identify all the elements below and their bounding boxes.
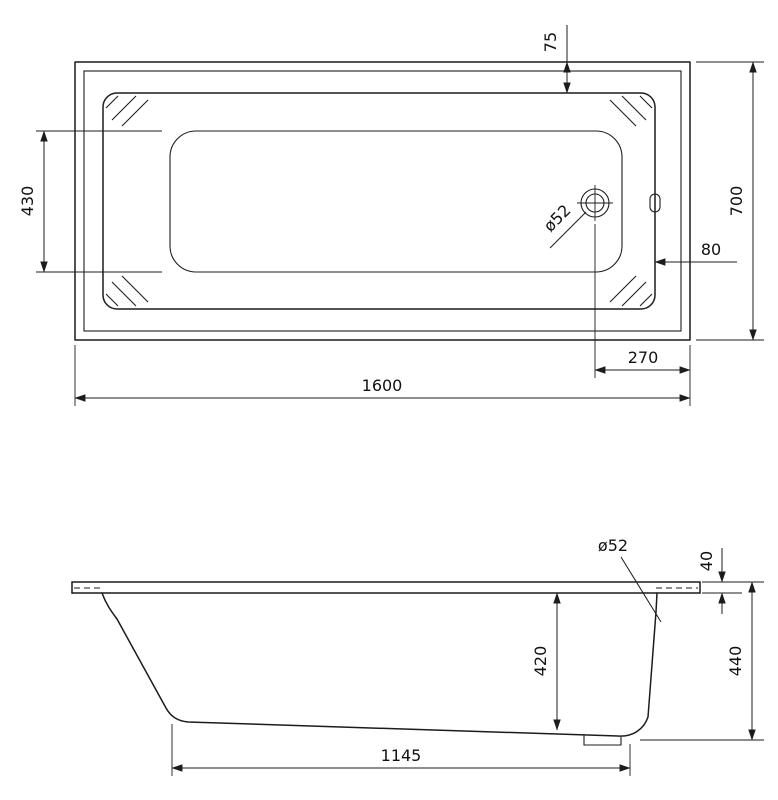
- inner-rim-outline: [102, 92, 656, 310]
- dim-label-420: 420: [531, 646, 550, 677]
- dim-label-1145: 1145: [381, 746, 422, 765]
- drain: [577, 185, 613, 221]
- dim-rim-thickness: 40: [697, 548, 764, 614]
- dim-inner-depth: 420: [531, 592, 561, 731]
- dim-overall-width: 700: [696, 61, 764, 341]
- waste-fitting: [583, 735, 622, 746]
- overflow-slot: [649, 193, 661, 213]
- outer-rim-inner-line: [83, 70, 682, 332]
- outer-rim-outline: [74, 61, 691, 341]
- dim-label-430: 430: [18, 186, 37, 217]
- dim-label-700: 700: [727, 186, 746, 217]
- dim-label-80: 80: [701, 240, 721, 259]
- rim-profile: [71, 581, 701, 594]
- dim-rim-top: 75: [541, 25, 571, 94]
- dim-bottom-width: 430: [18, 130, 162, 273]
- side-view: ø52 40 440 420 1145: [71, 536, 764, 776]
- dim-drain-from-right: 270: [594, 224, 691, 378]
- dim-label-40: 40: [697, 551, 716, 571]
- drain-leader-line: [549, 211, 587, 249]
- dim-label-440: 440: [726, 646, 745, 677]
- basin-bottom-outline: [169, 130, 623, 273]
- dim-label-drain-diameter-side: ø52: [598, 536, 628, 555]
- dim-drain-diameter-side: ø52: [598, 536, 662, 623]
- dim-label-75: 75: [541, 32, 560, 52]
- dim-label-270: 270: [628, 348, 659, 367]
- dim-drain-diameter-top: ø52: [540, 201, 587, 249]
- dim-rim-right: 80: [654, 240, 737, 266]
- tub-body-outline: [101, 592, 658, 737]
- dim-overall-length: 1600: [74, 345, 691, 406]
- corner-hatch-marks: [105, 95, 653, 307]
- drain-leader-line-side: [620, 556, 662, 623]
- dim-bottom-length: 1145: [171, 724, 631, 776]
- top-view: ø52 75 430 700 80: [18, 25, 764, 406]
- dim-label-1600: 1600: [362, 376, 403, 395]
- dim-overall-height: 440: [640, 581, 764, 741]
- dim-label-drain-diameter-top: ø52: [540, 201, 575, 236]
